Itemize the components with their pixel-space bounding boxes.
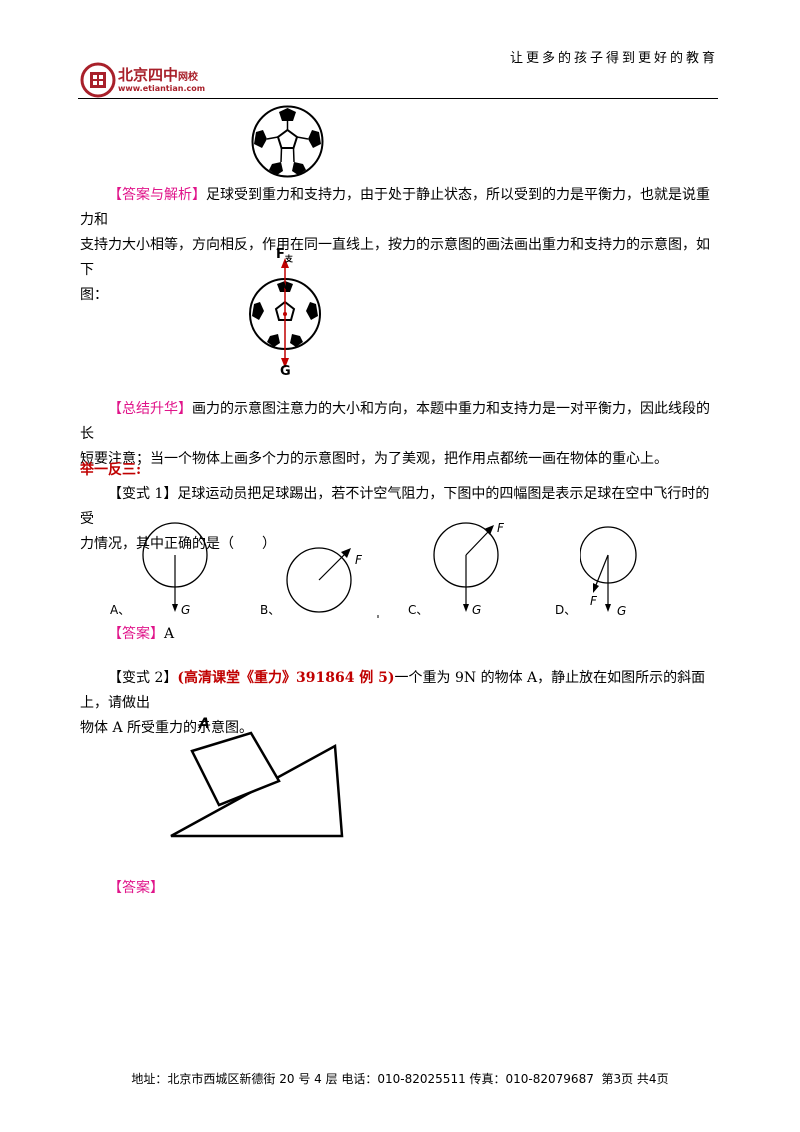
gravity-label: G [280,364,291,379]
header-rule [78,98,718,99]
variant1-answer: 【答案】A [108,626,175,642]
option-d-diagram [580,526,637,612]
option-a-label: A、 [110,603,131,617]
school-logo [80,62,116,98]
variant1-question: 【变式 1】足球运动员把足球踢出，若不计空气阻力，下图中的四幅图是表示足球在空中… [80,486,710,552]
option-b-force-f: F [355,553,362,567]
logo-emblem-icon [80,62,116,98]
option-d-force-f: F [590,594,597,608]
variant2-source: (高清课堂《重力》391864 例 5) [177,670,395,686]
soccer-ball-figure [251,105,324,178]
summary-paragraph: 【总结升华】画力的示意图注意力的大小和方向，本题中重力和支持力是一对平衡力，因此… [80,401,710,467]
option-c-force-f: F [497,521,504,535]
support-force-label: F支 [276,247,293,264]
option-a-diagram [142,522,208,612]
footer-address: 地址：北京市西城区新德街 20 号 4 层 电话：010-82025511 传真… [131,1072,594,1086]
force-diagram-ball [249,258,321,368]
block-a-label: A [199,716,210,732]
header-slogan: 让更多的孩子得到更好的教育 [509,51,718,66]
answer-analysis-tag: 【答案与解析】 [108,187,206,203]
option-c-label: C、 [408,603,429,617]
page-footer: 地址：北京市西城区新德街 20 号 4 层 电话：010-82025511 传真… [0,1070,800,1087]
variant2-answer: 【答案】 [108,876,748,901]
variant1-answer-tag: 【答案】 [108,626,164,642]
option-d-label: D、 [555,603,577,617]
point-a-label: A [280,282,287,292]
summary-tag: 【总结升华】 [108,401,192,417]
option-c-diagram [433,522,499,612]
footer-page-number: 第3页 共4页 [601,1072,669,1086]
answer-analysis-paragraph: 【答案与解析】足球受到重力和支持力，由于处于静止状态，所以受到的力是平衡力，也就… [80,187,710,303]
section-title: 举一反三: [80,462,142,478]
option-a-force-g: G [181,603,191,617]
variant2-question: 【变式 2】(高清课堂《重力》391864 例 5)一个重为 9N 的物体 A，… [80,670,706,736]
incline-diagram [170,731,344,838]
option-c-force-g: G [472,603,482,617]
variant2-answer-tag: 【答案】 [108,880,164,896]
logo-name: 北京四中网校 [118,66,199,84]
logo-url: www.etiantian.com [118,84,206,93]
option-d-force-g: G [617,604,627,618]
option-b-diagram [286,547,379,618]
option-b-label: B、 [260,603,281,617]
